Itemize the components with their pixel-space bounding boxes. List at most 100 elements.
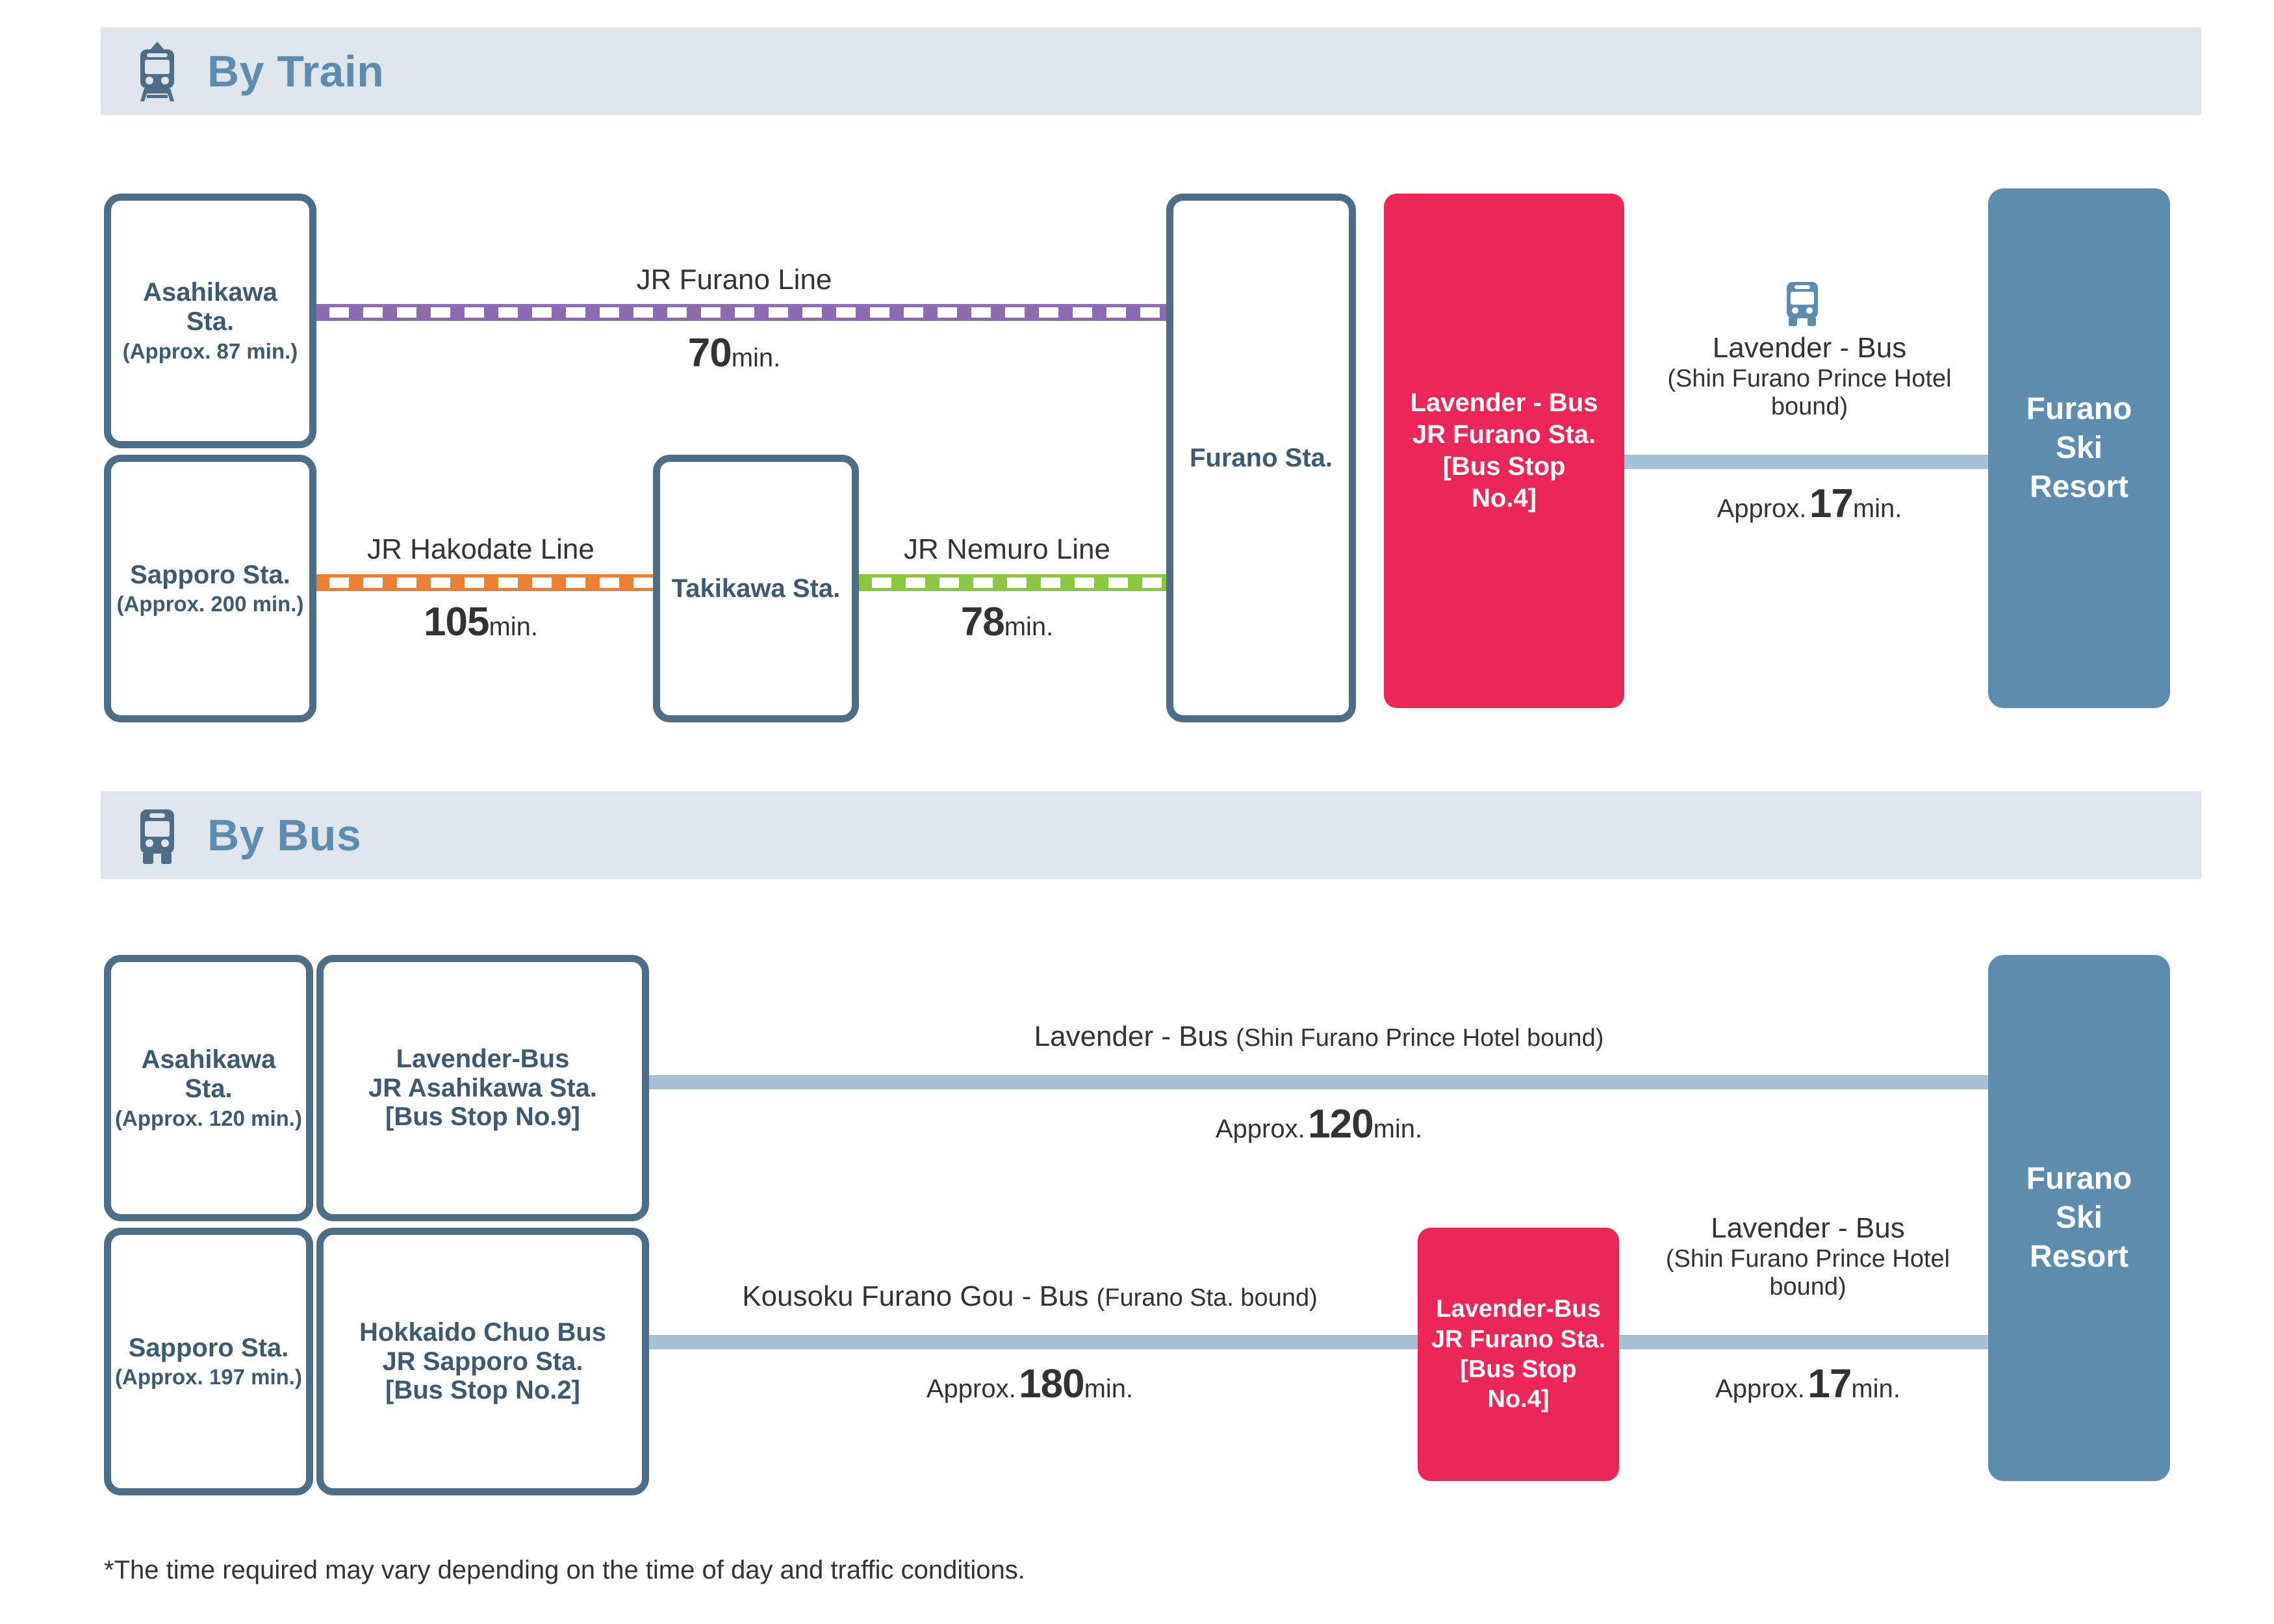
bus-stop-line3: [Bus Stop	[1442, 452, 1566, 481]
station-name-line2: Sta.	[185, 1074, 233, 1104]
destination-line1: Furano	[2026, 1161, 2132, 1196]
bus-stop-line3: [Bus Stop No.2]	[385, 1376, 580, 1405]
station-box-sapporo-train[interactable]: Sapporo Sta. (Approx. 200 min.)	[104, 455, 316, 722]
station-box-sapporo-bus[interactable]: Sapporo Sta. (Approx. 197 min.)	[104, 1228, 313, 1495]
route-time-jr-furano: 70min.	[448, 330, 1020, 376]
route-time-kousoku-furano-gou: Approx. 180min.	[650, 1361, 1410, 1407]
destination-line1: Furano	[2026, 392, 2132, 426]
station-duration: (Approx. 87 min.)	[122, 338, 298, 363]
section-title-train: By Train	[207, 46, 385, 96]
route-name-sub2: bound)	[1770, 392, 1848, 420]
station-name-line1: Asahikawa	[143, 278, 277, 307]
station-duration: (Approx. 120 min.)	[115, 1106, 302, 1130]
route-name: JR Hakodate Line	[367, 533, 594, 565]
station-duration: (Approx. 200 min.)	[116, 592, 304, 616]
route-label-jr-furano: JR Furano Line	[448, 263, 1020, 297]
route-line-lavender-bus-furano	[1611, 1335, 2001, 1349]
route-name: Lavender - Bus (Shin Furano Prince Hotel…	[650, 1020, 1988, 1054]
route-label-lavender-bus-asahikawa: Lavender - Bus (Shin Furano Prince Hotel…	[650, 1020, 1988, 1054]
bus-stop-line2: JR Furano Sta.	[1431, 1325, 1606, 1353]
bus-stop-line4: No.4]	[1472, 483, 1537, 513]
bus-stop-line2: JR Sapporo Sta.	[382, 1347, 583, 1376]
bus-stop-box-lavender-furano-bus[interactable]: Lavender-Bus JR Furano Sta. [Bus Stop No…	[1418, 1228, 1619, 1481]
route-name-paren: (Furano Sta. bound)	[1096, 1284, 1318, 1312]
route-duration-unit: min.	[731, 344, 781, 372]
route-approx-label: Approx.	[926, 1375, 1016, 1403]
section-header-bus: By Bus	[101, 791, 2201, 879]
bus-stop-line3: [Bus Stop	[1460, 1356, 1577, 1383]
train-icon	[132, 40, 183, 103]
bus-stop-line1: Lavender - Bus	[1410, 388, 1598, 418]
route-time-jr-nemuro: 78min.	[845, 599, 1169, 645]
route-name-sub2: bound)	[1769, 1273, 1846, 1300]
route-time-jr-hakodate: 105min.	[305, 599, 656, 645]
bus-stop-line1: Lavender-Bus	[1436, 1295, 1601, 1323]
station-box-asahikawa-train[interactable]: Asahikawa Sta. (Approx. 87 min.)	[104, 194, 316, 448]
bus-icon	[1783, 281, 1822, 331]
station-box-asahikawa-bus[interactable]: Asahikawa Sta. (Approx. 120 min.)	[104, 955, 313, 1221]
station-name-line2: Sta.	[186, 307, 235, 336]
route-line-jr-hakodate	[296, 574, 659, 591]
bus-stop-line1: Lavender-Bus	[396, 1044, 570, 1073]
route-label-lavender-bus-furano: Lavender - Bus (Shin Furano Prince Hotel…	[1618, 1212, 1998, 1301]
route-approx-label: Approx.	[1717, 494, 1807, 523]
bus-stop-line2: JR Asahikawa Sta.	[368, 1073, 597, 1102]
route-name: Kousoku Furano Gou - Bus (Furano Sta. bo…	[650, 1280, 1410, 1313]
route-label-jr-hakodate: JR Hakodate Line	[305, 533, 656, 566]
route-duration-number: 17	[1808, 1362, 1852, 1406]
route-line-jr-furano	[296, 304, 1173, 321]
route-name-main: Kousoku Furano Gou - Bus	[742, 1280, 1089, 1312]
route-duration-number: 70	[687, 331, 732, 375]
route-duration-unit: min.	[1373, 1115, 1423, 1143]
station-name-line1: Sapporo Sta.	[130, 560, 290, 589]
station-name-line1: Sapporo Sta.	[128, 1333, 289, 1362]
route-name: JR Furano Line	[636, 264, 832, 296]
route-duration-number: 105	[423, 600, 489, 644]
station-name-line1: Takikawa Sta.	[671, 574, 841, 603]
route-name-sub1: (Shin Furano Prince Hotel	[1665, 1245, 1950, 1273]
route-duration-number: 120	[1308, 1102, 1373, 1147]
section-title-bus: By Bus	[207, 810, 362, 860]
route-name-sub1: (Shin Furano Prince Hotel	[1667, 364, 1952, 392]
route-duration-unit: min.	[1004, 613, 1054, 641]
route-name-paren: (Shin Furano Prince Hotel bound)	[1236, 1024, 1604, 1052]
bus-stop-box-chuo-sapporo[interactable]: Hokkaido Chuo Bus JR Sapporo Sta. [Bus S…	[316, 1228, 649, 1495]
bus-stop-box-lavender-furano-train[interactable]: Lavender - Bus JR Furano Sta. [Bus Stop …	[1384, 194, 1624, 708]
route-duration-number: 78	[960, 600, 1005, 644]
route-label-lavender-bus-train: Lavender - Bus (Shin Furano Prince Hotel…	[1621, 331, 1998, 421]
destination-box-furano-ski-resort-train[interactable]: Furano Ski Resort	[1988, 188, 2170, 708]
station-box-takikawa[interactable]: Takikawa Sta.	[653, 455, 859, 722]
route-approx-label: Approx.	[1215, 1115, 1305, 1143]
route-duration-unit: min.	[1852, 494, 1902, 523]
route-duration-unit: min.	[1851, 1375, 1900, 1403]
route-duration-unit: min.	[489, 613, 539, 641]
route-line-lavender-bus-asahikawa	[627, 1075, 1998, 1089]
route-name: Lavender - Bus	[1712, 332, 1907, 364]
route-approx-label: Approx.	[1715, 1375, 1805, 1403]
destination-line3: Resort	[2029, 1239, 2129, 1274]
station-box-furano[interactable]: Furano Sta.	[1166, 194, 1356, 722]
route-label-jr-nemuro: JR Nemuro Line	[845, 533, 1169, 566]
route-duration-unit: min.	[1084, 1375, 1134, 1403]
destination-line3: Resort	[2029, 470, 2129, 504]
route-name-main: Lavender - Bus	[1034, 1021, 1229, 1052]
route-duration-number: 17	[1809, 481, 1854, 526]
footnote: *The time required may vary depending on…	[104, 1556, 1025, 1584]
route-time-lavender-bus-asahikawa: Approx. 120min.	[650, 1101, 1988, 1147]
route-time-lavender-bus-furano: Approx. 17min.	[1618, 1361, 1998, 1407]
route-duration-number: 180	[1019, 1362, 1084, 1406]
route-line-kousoku-furano-gou	[627, 1335, 1426, 1349]
bus-stop-line3: [Bus Stop No.9]	[385, 1102, 580, 1132]
bus-stop-line2: JR Furano Sta.	[1412, 420, 1596, 450]
bus-stop-line4: No.4]	[1487, 1386, 1550, 1414]
route-name: Lavender - Bus	[1711, 1212, 1905, 1244]
bus-stop-box-lavender-asahikawa[interactable]: Lavender-Bus JR Asahikawa Sta. [Bus Stop…	[316, 955, 649, 1221]
station-duration: (Approx. 197 min.)	[115, 1365, 302, 1389]
destination-box-furano-ski-resort-bus[interactable]: Furano Ski Resort	[1988, 955, 2170, 1481]
route-line-jr-nemuro	[838, 574, 1176, 591]
bus-stop-line1: Hokkaido Chuo Bus	[359, 1317, 607, 1347]
station-name-line1: Furano Sta.	[1189, 443, 1333, 472]
station-name-line1: Asahikawa	[141, 1045, 276, 1074]
bus-icon	[132, 804, 183, 867]
route-time-lavender-bus-train: Approx. 17min.	[1621, 481, 1998, 527]
